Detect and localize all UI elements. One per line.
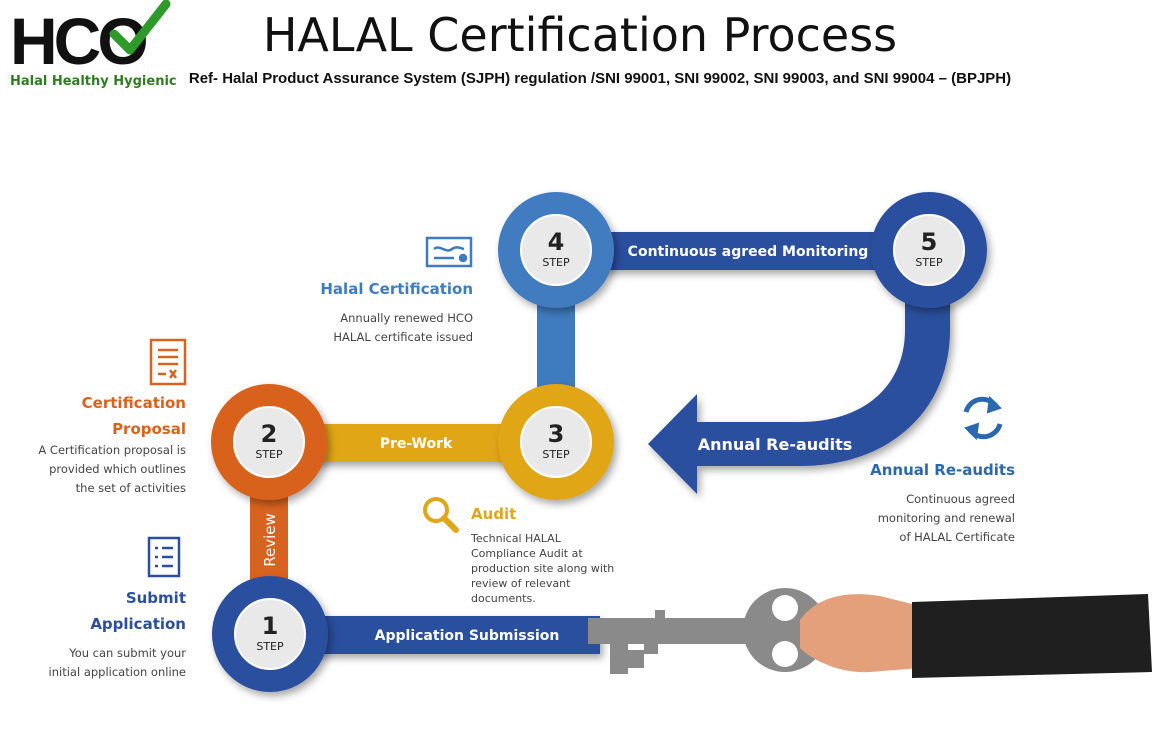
label-continuous-monitoring: Continuous agreed Monitoring: [628, 244, 869, 260]
audit-title: Audit: [471, 505, 517, 523]
label-review: Review: [261, 513, 279, 567]
label-annual-reaudits: Annual Re-audits: [698, 435, 853, 454]
step-5-circle: [871, 192, 987, 308]
step-4-number: 4: [548, 228, 565, 256]
step-1-number: 1: [262, 612, 279, 640]
step-3-number: 3: [548, 420, 565, 448]
connector-step3-step4: [537, 290, 575, 400]
hand-icon: [800, 594, 1152, 678]
audit-description: Technical HALAL Compliance Audit at prod…: [471, 532, 615, 605]
proposal-description: A Certification proposal is provided whi…: [38, 443, 186, 495]
step-3-label: STEP: [542, 448, 570, 461]
reaudits-title: Annual Re-audits: [870, 461, 1015, 479]
submit-description: You can submit your initial application …: [48, 646, 186, 679]
page-subtitle: Ref- Halal Product Assurance System (SJP…: [188, 70, 1012, 87]
reaudits-description: Continuous agreed monitoring and renewal…: [877, 492, 1015, 544]
connector-pre-work: [300, 424, 530, 462]
check-icon: [109, 0, 171, 55]
reaudits-arrow: [648, 300, 950, 494]
step-3-circle: [498, 384, 614, 500]
connector-continuous-monitoring: [600, 232, 890, 270]
checklist-icon: [147, 536, 181, 578]
step-2-label: STEP: [255, 448, 283, 461]
connector-application-submission: [300, 616, 600, 654]
magnifier-icon: [423, 497, 459, 533]
key-icon: [588, 588, 827, 674]
certification-title: Halal Certification: [320, 280, 473, 298]
step-2-circle: [211, 384, 327, 500]
submit-title: Submit Application: [90, 589, 186, 633]
step-1-circle: [212, 576, 328, 692]
label-application-submission: Application Submission: [375, 628, 560, 644]
label-pre-work: Pre-Work: [380, 436, 453, 452]
logo-tagline: Halal Healthy Hygienic: [10, 74, 177, 89]
step-4-label: STEP: [542, 256, 570, 269]
page-title: HALAL Certification Process: [262, 8, 898, 62]
proposal-title: Certification Proposal: [81, 394, 186, 438]
document-icon: [149, 338, 187, 386]
refresh-icon: [963, 395, 1003, 441]
step-5-number: 5: [921, 228, 938, 256]
step-2-number: 2: [261, 420, 278, 448]
certificate-icon: [425, 236, 473, 268]
step-1-label: STEP: [256, 640, 284, 653]
step-4-circle: [498, 192, 614, 308]
certification-description: Annually renewed HCO HALAL certificate i…: [333, 311, 473, 344]
step-5-label: STEP: [915, 256, 943, 269]
